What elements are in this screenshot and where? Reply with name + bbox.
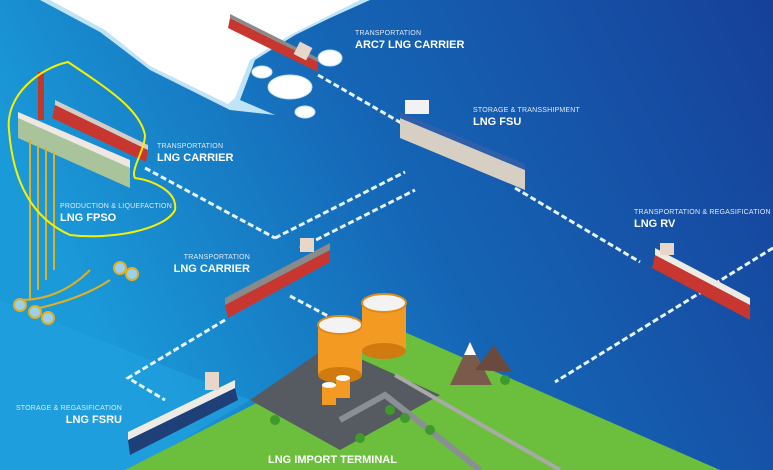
label-category: STORAGE & REGASIFICATION xyxy=(15,405,122,412)
highlight-annotation xyxy=(7,60,177,238)
label-lng-fsru: STORAGE & REGASIFICATION LNG FSRU xyxy=(16,405,122,426)
label-lng-fsu: STORAGE & TRANSSHIPMENT LNG FSU xyxy=(473,107,580,128)
label-category: TRANSPORTATION xyxy=(183,254,250,261)
subsea-wells xyxy=(13,140,139,325)
label-lng-carrier-top: TRANSPORTATION LNG CARRIER xyxy=(157,143,233,164)
label-arc7-lng-carrier: TRANSPORTATION ARC7 LNG CARRIER xyxy=(355,30,464,51)
lng-fpso-ship xyxy=(18,72,130,188)
lng-carrier-ship-top xyxy=(52,100,148,162)
lng-fsu-ship xyxy=(400,100,525,190)
shallow-water xyxy=(0,300,250,470)
railway xyxy=(394,373,561,470)
label-name: LNG RV xyxy=(634,218,676,230)
label-category: TRANSPORTATION xyxy=(157,143,224,150)
label-name: ARC7 LNG CARRIER xyxy=(355,39,465,51)
label-lng-rv: TRANSPORTATION & REGASIFICATION LNG RV xyxy=(634,209,771,230)
label-lng-fpso: PRODUCTION & LIQUEFACTION LNG FPSO xyxy=(60,203,172,224)
label-name: LNG CARRIER xyxy=(173,263,250,275)
label-category: STORAGE & TRANSSHIPMENT xyxy=(473,107,581,114)
route-fpso-fsu xyxy=(274,170,406,240)
label-category: TRANSPORTATION xyxy=(355,30,422,37)
label-name: LNG FSRU xyxy=(65,414,122,426)
route-carrier-terminal xyxy=(289,294,346,327)
route-rv-terminal xyxy=(554,246,773,384)
label-category: PRODUCTION & LIQUEFACTION xyxy=(60,203,172,210)
lng-storage-tanks xyxy=(317,293,407,405)
label-name: LNG IMPORT TERMINAL xyxy=(268,454,397,466)
route-carrier-fsru xyxy=(125,318,226,402)
route-carrier-fsu xyxy=(144,166,276,240)
label-name: LNG CARRIER xyxy=(157,152,234,164)
route-fsu-rv xyxy=(514,186,641,264)
lng-rv-ship xyxy=(652,243,750,320)
road xyxy=(338,391,482,470)
label-category: TRANSPORTATION & REGASIFICATION xyxy=(634,209,771,216)
label-lng-import-terminal: LNG IMPORT TERMINAL xyxy=(268,452,397,466)
arc7-lng-carrier-ship xyxy=(228,14,318,72)
label-name: LNG FSU xyxy=(473,116,522,128)
label-lng-carrier-mid: TRANSPORTATION LNG CARRIER xyxy=(174,254,250,275)
lng-carrier-ship-mid xyxy=(225,238,330,318)
lng-fsru-ship xyxy=(128,372,238,455)
mountains xyxy=(450,342,512,385)
ice-sheet xyxy=(40,0,370,119)
label-name: LNG FPSO xyxy=(60,212,117,224)
trees xyxy=(270,375,510,443)
